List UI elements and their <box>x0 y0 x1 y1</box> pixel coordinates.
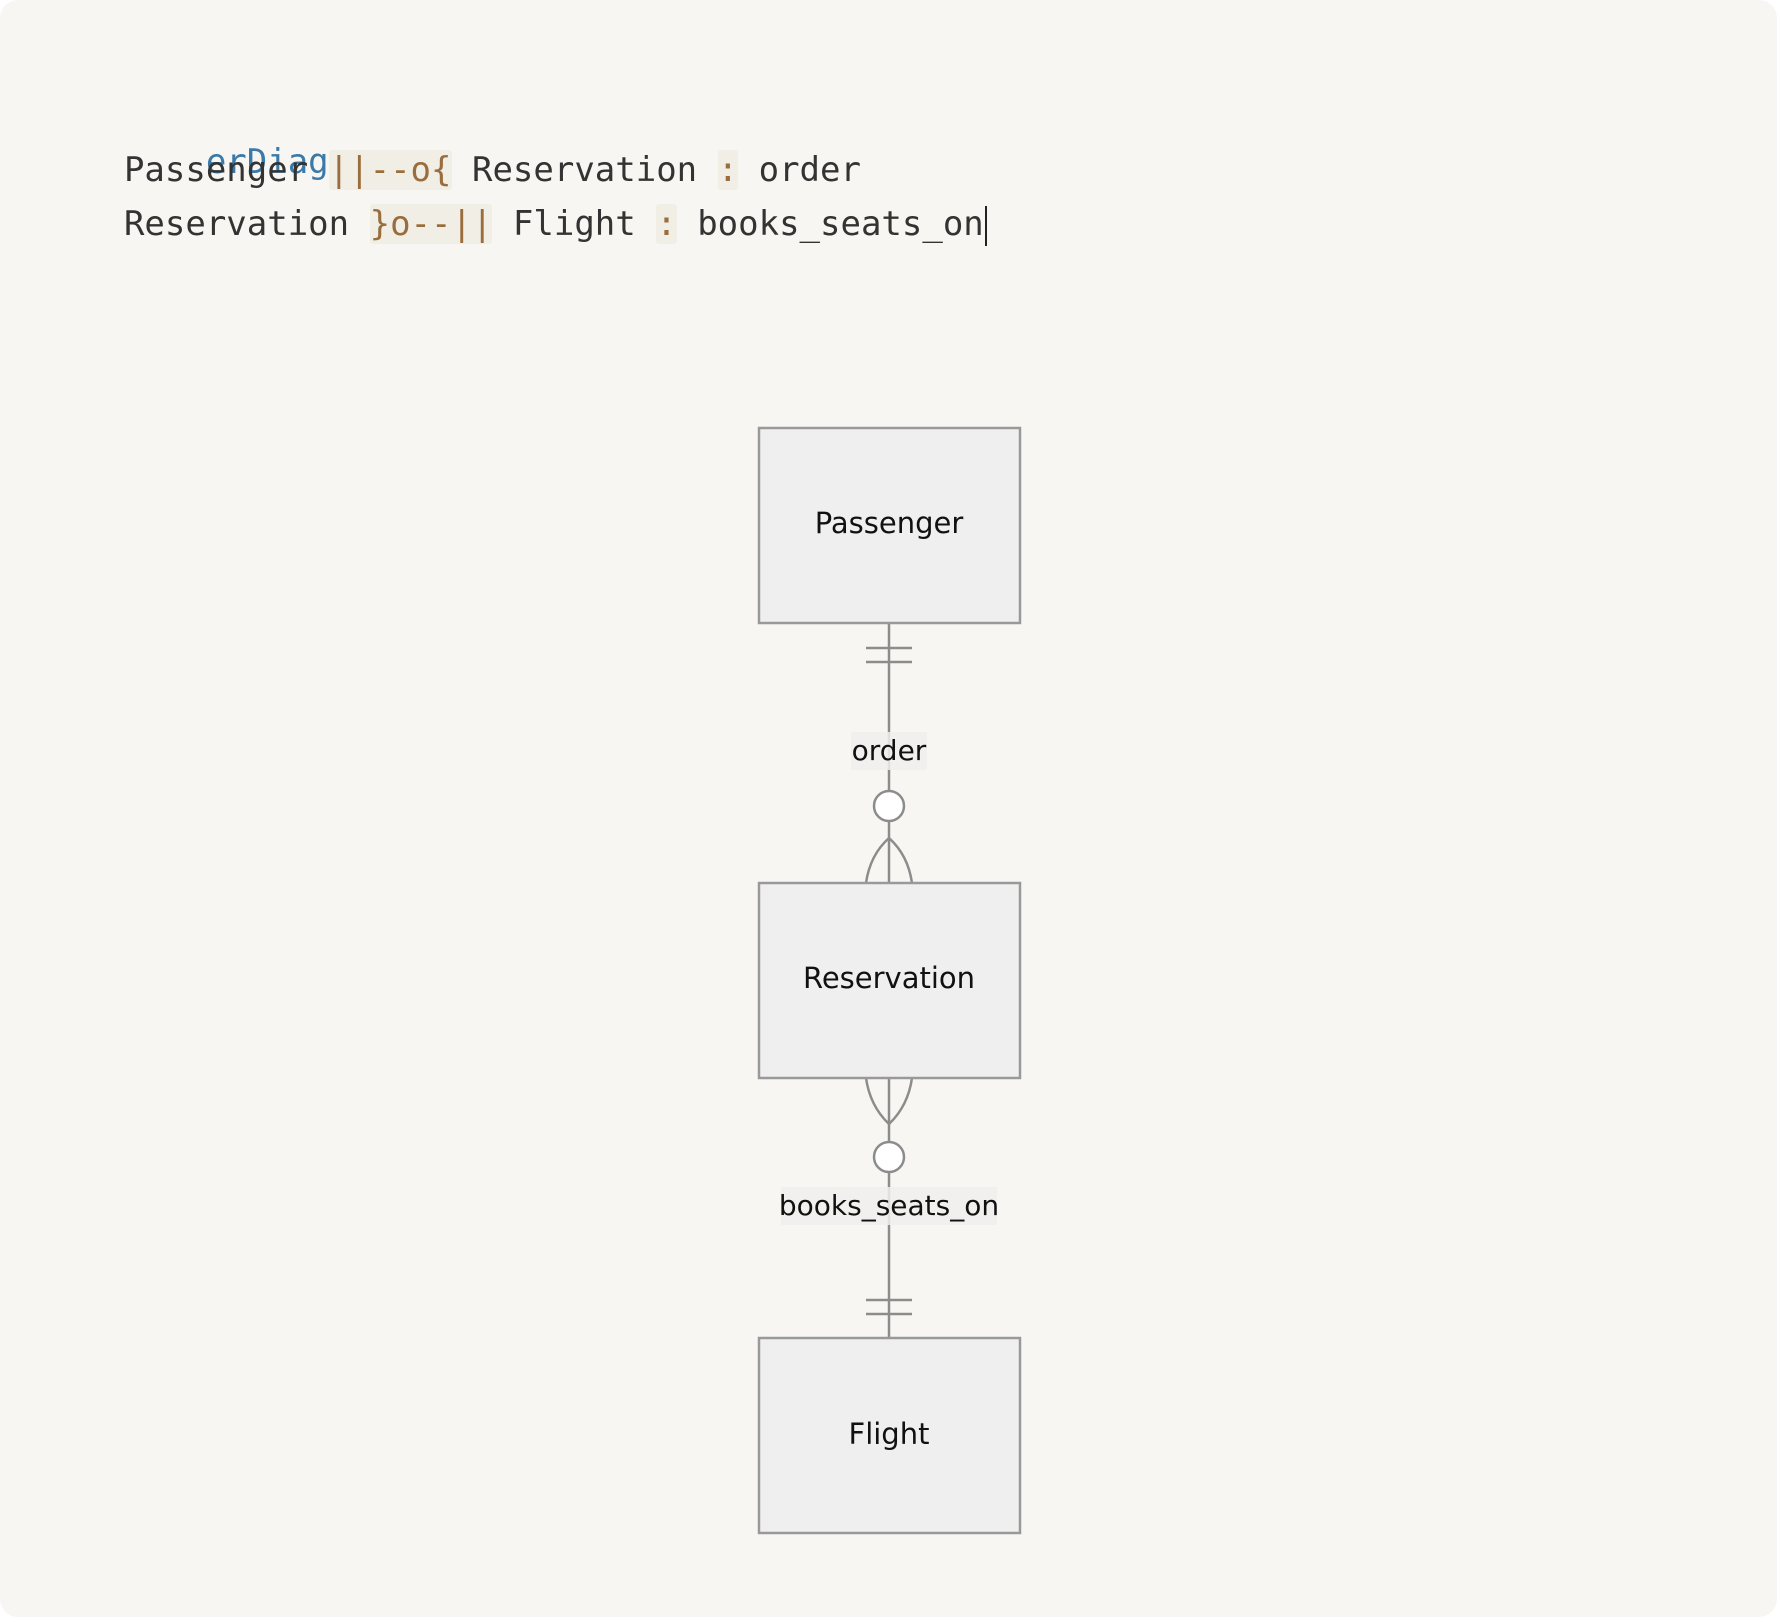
relationship-label-text: order <box>852 734 927 767</box>
relationship-label-text: books_seats_on <box>779 1189 999 1222</box>
cardinality-zero-or-more-marker <box>864 789 914 884</box>
entity-label: Flight <box>849 1417 930 1451</box>
code-operator: ||--o{ <box>328 150 452 190</box>
code-entity-left: Reservation <box>123 204 350 244</box>
code-colon: : <box>717 150 739 190</box>
entity-passenger[interactable]: Passenger <box>757 426 1022 625</box>
code-colon: : <box>656 204 677 244</box>
code-rel-label: books_seats_on <box>697 204 984 244</box>
text-caret <box>984 205 987 246</box>
code-operator: }o--|| <box>369 204 493 244</box>
entity-label: Passenger <box>815 506 964 540</box>
cardinality-exactly-one-marker <box>866 1298 912 1316</box>
code-entity-left: Passenger <box>123 150 309 190</box>
code-rel-label: order <box>758 150 861 190</box>
relationship-label-books-seats-on: books_seats_on <box>779 1187 999 1225</box>
entity-label: Reservation <box>803 961 975 995</box>
code-editor[interactable]: erDiagram Passenger ||--o{ Reservation :… <box>0 0 987 246</box>
code-entity-right: Flight <box>512 204 636 244</box>
code-line-1[interactable]: Passenger ||--o{ Reservation : order <box>83 146 861 194</box>
code-entity-right: Reservation <box>471 150 698 190</box>
cardinality-zero-or-more-marker <box>864 1077 914 1174</box>
relationship-label-order: order <box>851 732 927 770</box>
code-line-2[interactable]: Reservation }o--|| Flight : books_seats_… <box>83 200 987 248</box>
entity-flight[interactable]: Flight <box>757 1336 1022 1535</box>
cardinality-exactly-one-marker <box>866 646 912 664</box>
entity-reservation[interactable]: Reservation <box>757 881 1022 1080</box>
